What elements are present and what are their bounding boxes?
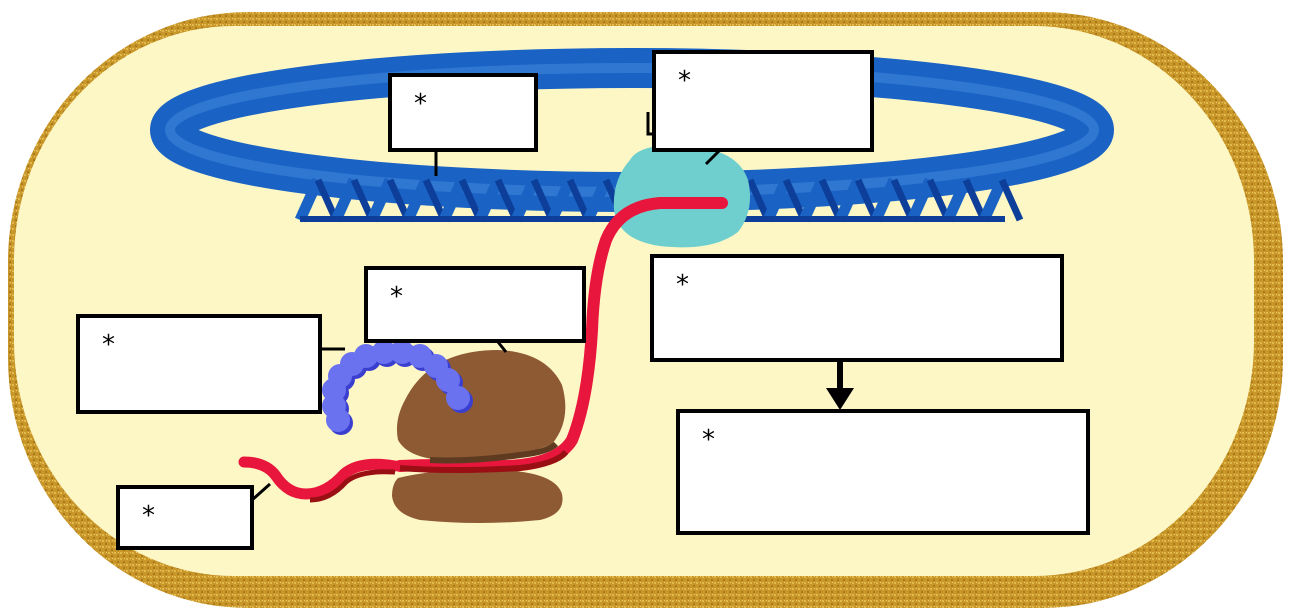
leader-lines xyxy=(251,148,722,502)
amino-acid-bead xyxy=(408,344,432,368)
label-box-rna-polymerase: * xyxy=(652,50,874,152)
amino-acid-bead xyxy=(326,408,350,432)
rna-polymerase-label: * xyxy=(678,66,691,96)
dna-strand-segment xyxy=(834,177,864,223)
dna-strand-segment xyxy=(330,177,360,223)
mrna-label: * xyxy=(142,501,155,531)
label-box-dna: * xyxy=(388,73,538,152)
dna-strand-segment xyxy=(798,177,828,223)
amino-acid-bead xyxy=(390,340,414,364)
down-arrow-icon xyxy=(826,360,854,410)
dna-strand-segment xyxy=(998,178,1024,222)
label-box-protein: * xyxy=(76,314,322,414)
protein-chain xyxy=(322,340,473,435)
transcription-label: * xyxy=(676,270,689,300)
dna-label: * xyxy=(414,89,427,119)
mrna-tail xyxy=(238,456,401,500)
dna-strand-segment xyxy=(906,177,936,223)
dna-strand-segment xyxy=(366,177,396,223)
amino-acid-bead xyxy=(372,340,396,364)
label-box-translation: * xyxy=(676,409,1090,535)
dna-strand-segment xyxy=(942,177,972,223)
dna-strand-segment xyxy=(762,177,792,223)
dna-strand-segment xyxy=(474,177,504,223)
dna-strand-segment xyxy=(978,177,1008,223)
rna-polymerase xyxy=(613,145,751,248)
dna-strand-segment xyxy=(546,177,576,223)
label-box-transcription: * xyxy=(650,254,1064,362)
translation-label: * xyxy=(702,425,715,455)
dna-strand-segment xyxy=(294,177,324,223)
dna-strand-segment xyxy=(438,177,468,223)
dna-strand-segment xyxy=(510,177,540,223)
ribosome-small-subunit xyxy=(392,469,563,523)
dna-strand-segment xyxy=(582,177,612,223)
ribosome-label: * xyxy=(390,282,403,312)
dna-strand-segment xyxy=(870,177,900,223)
dna-strand-segment xyxy=(402,177,432,223)
label-box-mrna: * xyxy=(116,485,254,550)
label-box-ribosome: * xyxy=(364,266,586,343)
amino-acid-bead xyxy=(446,386,470,410)
mrna-strand xyxy=(394,197,728,473)
protein-label: * xyxy=(102,330,115,360)
